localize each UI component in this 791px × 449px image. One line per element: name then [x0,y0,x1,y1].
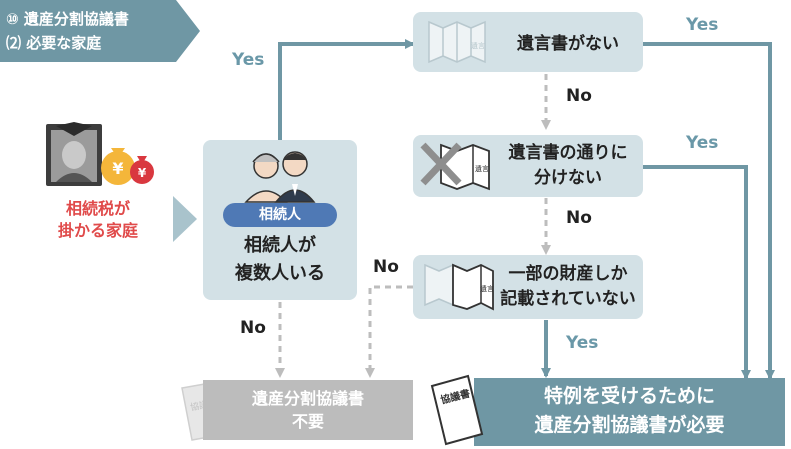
box-partial-will: 遺言 一部の財産しか 記載されていない [413,255,643,319]
box-not-as-will-line2: 分けない [534,168,602,188]
heirs-text-line2: 複数人いる [235,263,325,284]
will-doc-label-2: 遺言 [475,164,489,173]
yen-symbol: ¥ [112,159,123,178]
result-needed-text: 特例を受けるために 遺産分割協議書が必要 [474,382,785,440]
no-label-box3: No [373,257,399,277]
box-no-will: 遺言 遺言書がない [413,12,643,72]
partial-will-icon: 遺言 [424,263,494,311]
left-label: 相続税が 掛かる家庭 [36,198,160,242]
no-label-heirs: No [240,318,266,338]
badge-subtitle: ⑵ 必要な家庭 [6,34,102,52]
box-partial-will-text: 一部の財産しか 記載されていない [493,262,643,312]
box-no-will-text: 遺言書がない [517,34,619,54]
yes-label-box1: Yes [686,15,719,35]
yes-label-box2: Yes [686,133,719,153]
arrow-heirs-yes [278,39,415,140]
result-needed-line2: 遺産分割協議書が必要 [534,414,725,436]
badge-title: ⑩ 遺産分割協議書 [6,10,129,28]
will-doc-label: 遺言 [471,41,485,50]
result-not-needed-line1: 遺産分割協議書 [251,389,364,408]
box-not-as-will: 遺言 遺言書の通りに 分けない [413,135,643,197]
box-partial-will-line1: 一部の財産しか [508,264,628,284]
left-label-line1: 相続税が [65,199,130,218]
chevron-right-icon [173,196,197,242]
agreement-doc-icon: 協議書 [430,374,484,446]
heirs-box: 相続人 相続人が 複数人いる [203,140,357,300]
yes-label-heirs: Yes [232,50,265,70]
heirs-tag: 相続人 [223,203,337,227]
box-not-as-will-text: 遺言書の通りに 分けない [493,141,643,191]
left-label-line2: 掛かる家庭 [57,221,138,240]
heirs-text-line1: 相続人が [244,235,316,256]
folded-will-icon: 遺言 [428,20,486,64]
couple-icon [244,151,316,203]
arrow-box2-yes [643,165,751,380]
box-partial-will-line2: 記載されていない [500,289,636,309]
result-needed-line1: 特例を受けるために [543,385,715,407]
no-label-box2: No [566,208,592,228]
result-not-needed: 遺産分割協議書 不要 [203,380,413,440]
portrait-with-money-icon: ¥ ¥ [46,122,154,186]
arrow-box1-yes [643,42,775,380]
crossed-will-icon: 遺言 [420,142,490,191]
result-not-needed-line2: 不要 [291,412,324,431]
box-not-as-will-line1: 遺言書の通りに [508,143,628,163]
yen-symbol-small: ¥ [138,166,147,180]
no-label-box1: No [566,86,592,106]
will-doc-label-3: 遺言 [480,284,494,293]
yes-label-box3: Yes [566,333,599,353]
result-not-needed-text: 遺産分割協議書 不要 [203,387,413,433]
arrow-box3-no [365,285,413,378]
result-needed: 特例を受けるために 遺産分割協議書が必要 [474,378,785,446]
heirs-text: 相続人が 複数人いる [203,232,357,288]
section-badge: ⑩ 遺産分割協議書 ⑵ 必要な家庭 [0,0,200,62]
